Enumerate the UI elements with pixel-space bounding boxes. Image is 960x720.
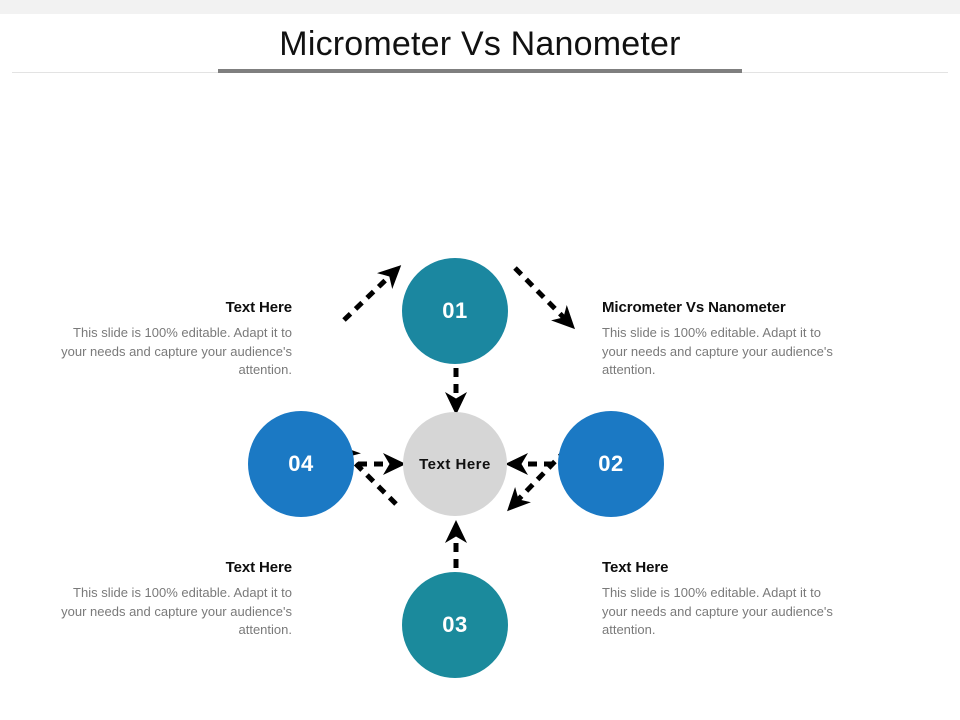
cycle-node-02-label: 02 (598, 451, 624, 476)
cycle-node-01-label: 01 (442, 298, 468, 323)
top-gray-strip (0, 0, 960, 14)
text-block-top-left-heading: Text Here (225, 299, 292, 316)
cycle-node-02[interactable]: 02 (558, 411, 664, 517)
text-block-bottom-left: Text Here This slide is 100% editable. A… (52, 558, 292, 640)
arrow-03-to-04 (336, 444, 398, 506)
text-block-bottom-right: Text Here This slide is 100% editable. A… (602, 558, 842, 640)
cycle-node-center[interactable]: Text Here (403, 412, 507, 516)
text-block-top-right-heading: Micrometer Vs Nanometer (602, 299, 786, 316)
text-block-top-right-body: This slide is 100% editable. Adapt it to… (602, 325, 833, 377)
arrow-02-to-03 (507, 448, 568, 512)
cycle-node-04[interactable]: 04 (248, 411, 354, 517)
cycle-node-center-label: Text Here (419, 455, 491, 473)
text-block-bottom-left-heading: Text Here (225, 559, 292, 576)
text-block-bottom-right-body: This slide is 100% editable. Adapt it to… (602, 585, 833, 637)
page-title: Micrometer Vs Nanometer (279, 25, 681, 63)
cycle-node-04-label: 04 (288, 451, 314, 476)
title-divider-accent (218, 69, 742, 73)
text-block-top-left-body: This slide is 100% editable. Adapt it to… (61, 325, 292, 377)
text-block-bottom-left-body: This slide is 100% editable. Adapt it to… (61, 585, 292, 637)
cycle-node-03-label: 03 (442, 612, 468, 637)
text-block-bottom-right-heading: Text Here (602, 559, 669, 576)
arrow-outer-to-01 (342, 265, 402, 322)
cycle-node-01[interactable]: 01 (402, 258, 508, 364)
cycle-diagram: 01 02 03 04 Text Here Text Here This sli… (0, 80, 960, 678)
text-block-top-right: Micrometer Vs Nanometer This slide is 10… (602, 298, 842, 380)
cycle-node-03[interactable]: 03 (402, 572, 508, 678)
text-block-top-left: Text Here This slide is 100% editable. A… (52, 298, 292, 380)
connector-arrows-group (336, 265, 576, 568)
arrow-01-to-02 (513, 266, 576, 330)
